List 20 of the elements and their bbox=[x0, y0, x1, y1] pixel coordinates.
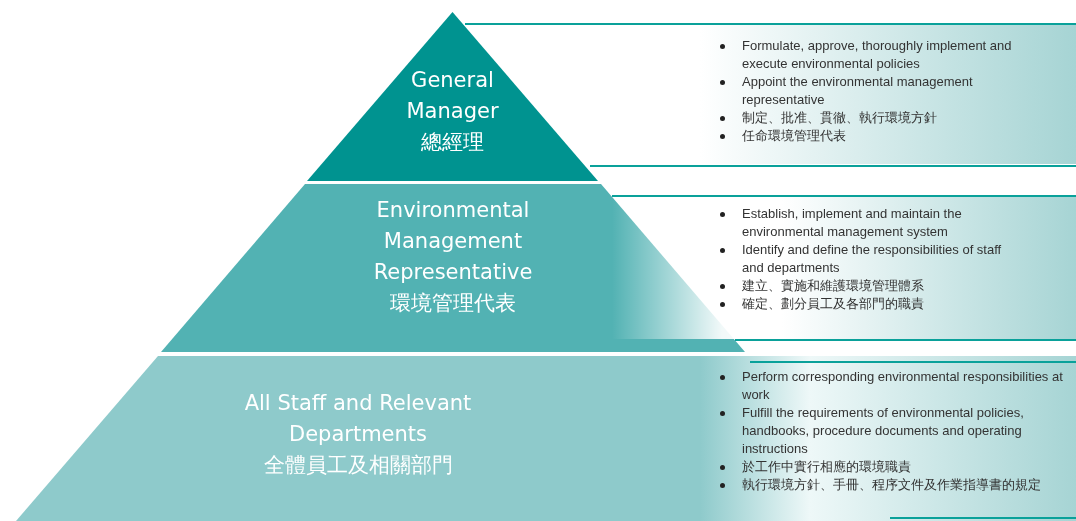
responsibility-panel bbox=[612, 197, 1076, 339]
bullet-text: 於工作中實行相應的環境職責 bbox=[742, 459, 911, 474]
bullet-text: 確定、劃分員工及各部門的職責 bbox=[742, 296, 924, 311]
bullet-text: 執行環境方針、手冊、程序文件及作業指導書的規定 bbox=[742, 477, 1041, 492]
bullet-text: Appoint the environmental management representative bbox=[742, 74, 973, 107]
bullet-text: 任命環境管理代表 bbox=[742, 128, 846, 143]
level-title: General Manager bbox=[405, 67, 500, 125]
bullet-text: 制定、批准、貫徹、執行環境方針 bbox=[742, 110, 937, 125]
level-title: All Staff and Relevant Departments bbox=[243, 390, 473, 448]
level-title-chinese: 全體員工及相關部門 bbox=[262, 452, 454, 479]
level-title-chinese: 總經理 bbox=[420, 129, 485, 156]
responsibility-panel bbox=[700, 356, 1076, 521]
bullet-text: Formulate, approve, thoroughly implement and execute environmental policies bbox=[742, 38, 1012, 71]
bullet-text: Establish, implement and maintain the environmental management system bbox=[742, 206, 962, 239]
bullet-text: 建立、實施和維護環境管理體系 bbox=[742, 278, 924, 293]
bullet-text: Identify and define the responsibilities of staff and departments bbox=[742, 242, 1002, 275]
level-title-chinese: 環境管理代表 bbox=[389, 290, 517, 317]
bullet-text: Perform corresponding environmental responsibilities at work bbox=[742, 369, 1063, 402]
bullet-text: Fulfill the requirements of environmental policies, handbooks, procedure documents and operating instructions bbox=[742, 405, 1024, 456]
level-title: Environmental Management Representative bbox=[372, 197, 534, 286]
